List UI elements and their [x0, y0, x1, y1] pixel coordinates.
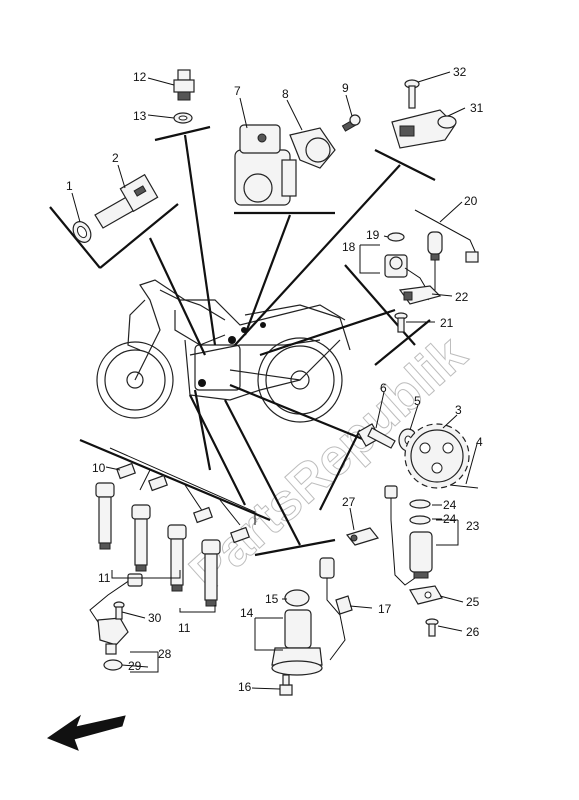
- callout-18: 18: [342, 240, 356, 254]
- front-arrow-icon: [46, 714, 126, 751]
- callout-24b: 24: [443, 512, 457, 526]
- callout-13: 13: [133, 109, 147, 123]
- ignition-coil-11a: [95, 482, 115, 550]
- callout-12: 12: [133, 70, 147, 84]
- callout-15: 15: [265, 592, 279, 606]
- o-ring-29: [103, 659, 123, 671]
- sensor-assy-7: [234, 124, 297, 206]
- bracket-22: [398, 285, 442, 305]
- callout-22: 22: [455, 290, 469, 304]
- bolt-26: [425, 618, 439, 637]
- callout-9: 9: [342, 81, 349, 95]
- callout-11b: 11: [178, 621, 191, 635]
- callout-6: 6: [380, 381, 387, 395]
- sensor-assy-23: [384, 485, 433, 586]
- pressure-sensor-31: [391, 109, 457, 149]
- sensor-rotor-3: [404, 423, 470, 489]
- callout-1: 1: [66, 179, 73, 193]
- sensor-28: [89, 573, 143, 655]
- o-ring-19: [387, 232, 405, 242]
- screw-9: [341, 114, 361, 132]
- callout-23: 23: [466, 519, 480, 533]
- callout-5: 5: [414, 394, 421, 408]
- bolt-30: [113, 601, 125, 620]
- bolt-32: [404, 79, 420, 109]
- callout-4: 4: [476, 435, 483, 449]
- callout-26: 26: [466, 625, 480, 639]
- callout-24a: 24: [443, 498, 457, 512]
- pin-4: [449, 484, 479, 489]
- callout-21: 21: [440, 316, 454, 330]
- callout-14: 14: [240, 606, 254, 620]
- bolt-16: [279, 674, 293, 696]
- motorcycle-illustration: [96, 279, 351, 423]
- callout-numbers: 1 2 3 4 5 6 7 8 9 10 11 11 12 13 14 15 1…: [66, 65, 484, 694]
- o-ring-1: [72, 221, 92, 243]
- throttle-sensor-8: [289, 127, 336, 169]
- callout-32: 32: [453, 65, 467, 79]
- ignition-coil-11b: [131, 504, 151, 572]
- callout-8: 8: [282, 87, 289, 101]
- callout-25: 25: [466, 595, 480, 609]
- callout-16: 16: [238, 680, 252, 694]
- sensor-27: [345, 527, 380, 546]
- clamp-17: [335, 595, 353, 615]
- callout-17: 17: [378, 602, 392, 616]
- callout-3: 3: [455, 403, 462, 417]
- callout-11a: 11: [98, 571, 111, 585]
- o-rings-24: [409, 499, 431, 525]
- thermo-unit-2: [94, 173, 159, 229]
- callout-31: 31: [470, 101, 484, 115]
- callout-27: 27: [342, 495, 356, 509]
- leader-lines: [49, 125, 436, 557]
- lean-sensor-20: [414, 209, 479, 301]
- callout-19: 19: [366, 228, 380, 242]
- callout-10: 10: [92, 461, 106, 475]
- coil-harness-10: [109, 447, 256, 544]
- callout-leaders: [71, 71, 478, 690]
- callout-7: 7: [234, 84, 241, 98]
- sensor-assy-14: [271, 557, 346, 676]
- bracket-25: [409, 585, 443, 605]
- callout-20: 20: [464, 194, 478, 208]
- bolt-21: [394, 312, 408, 333]
- callout-29: 29: [128, 659, 142, 673]
- speed-sensor-18: [384, 254, 431, 296]
- ignition-coil-11c: [167, 524, 187, 592]
- thermo-switch-12: [173, 69, 195, 101]
- ignition-coil-11d: [201, 539, 221, 607]
- gasket-13: [173, 112, 193, 124]
- bolt-6: [357, 423, 396, 449]
- callout-30: 30: [148, 611, 162, 625]
- callout-2: 2: [112, 151, 119, 165]
- callout-28: 28: [158, 647, 172, 661]
- callout-brackets: [111, 244, 459, 673]
